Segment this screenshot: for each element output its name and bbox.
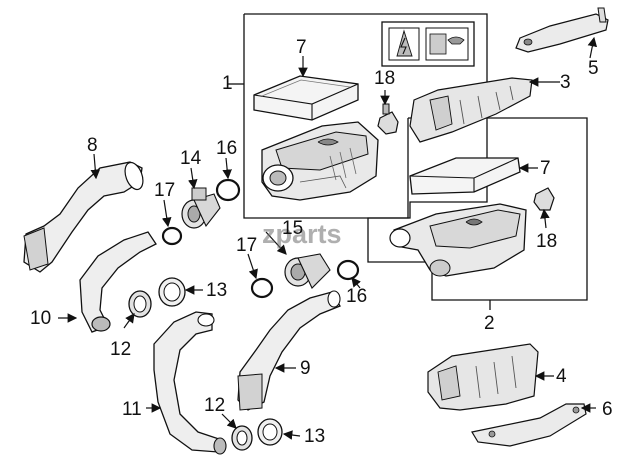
coupler-13-upper — [158, 277, 186, 307]
sensor-lower — [533, 187, 555, 211]
clamp-17-upper — [161, 226, 183, 246]
callout-13-lower: 13 — [304, 426, 326, 447]
leader-lines — [58, 36, 598, 440]
bracket-6 — [471, 403, 587, 447]
intake-duct-4 — [427, 343, 539, 411]
maf-sensor-14 — [181, 187, 221, 229]
maf-sensor-15 — [284, 253, 331, 289]
callout-18-lower: 18 — [536, 231, 558, 252]
intake-duct-3 — [409, 77, 533, 143]
callout-17-upper: 17 — [154, 180, 176, 201]
callout-5: 5 — [588, 58, 599, 79]
assembly-box-1 — [228, 13, 488, 219]
callout-16-upper: 16 — [216, 138, 238, 159]
hose-10 — [79, 231, 157, 333]
callout-8: 8 — [87, 135, 98, 156]
air-filter-element-upper — [253, 75, 359, 121]
clamp-16-upper — [215, 178, 241, 202]
sensor-upper — [377, 103, 399, 135]
callout-7-upper: 7 — [296, 37, 307, 58]
coupler-12-lower — [231, 425, 253, 451]
callout-12-lower: 12 — [204, 395, 226, 416]
watermark: zparts — [262, 219, 342, 249]
air-cleaner-housing-lower — [389, 203, 527, 277]
air-filter-element-lower — [409, 157, 521, 195]
callout-10: 10 — [30, 308, 52, 329]
hose-8 — [23, 161, 144, 273]
callout-6: 6 — [602, 399, 613, 420]
coupler-12-upper — [128, 290, 152, 318]
clamp-16-lower — [336, 259, 360, 281]
callout-3: 3 — [560, 72, 571, 93]
hose-11 — [153, 311, 227, 455]
callout-2: 2 — [484, 313, 495, 334]
callout-11: 11 — [122, 399, 142, 420]
callout-12-upper: 12 — [110, 339, 132, 360]
callout-4: 4 — [556, 366, 567, 387]
callout-18-upper: 18 — [374, 68, 396, 89]
warning-label — [381, 21, 475, 67]
clamp-17-lower — [250, 277, 274, 299]
callout-9: 9 — [300, 358, 311, 379]
hose-9 — [237, 290, 341, 411]
coupler-13-lower — [257, 418, 283, 446]
engine-cover-5 — [515, 7, 609, 53]
callout-16-lower: 16 — [346, 286, 368, 307]
callout-14: 14 — [180, 148, 202, 169]
callout-15: 15 — [282, 218, 304, 239]
callout-7-lower: 7 — [540, 158, 551, 179]
callout-13-upper: 13 — [206, 280, 228, 301]
callout-1: 1 — [222, 73, 233, 94]
air-cleaner-housing-upper — [261, 121, 379, 201]
callout-17-lower: 17 — [236, 235, 258, 256]
